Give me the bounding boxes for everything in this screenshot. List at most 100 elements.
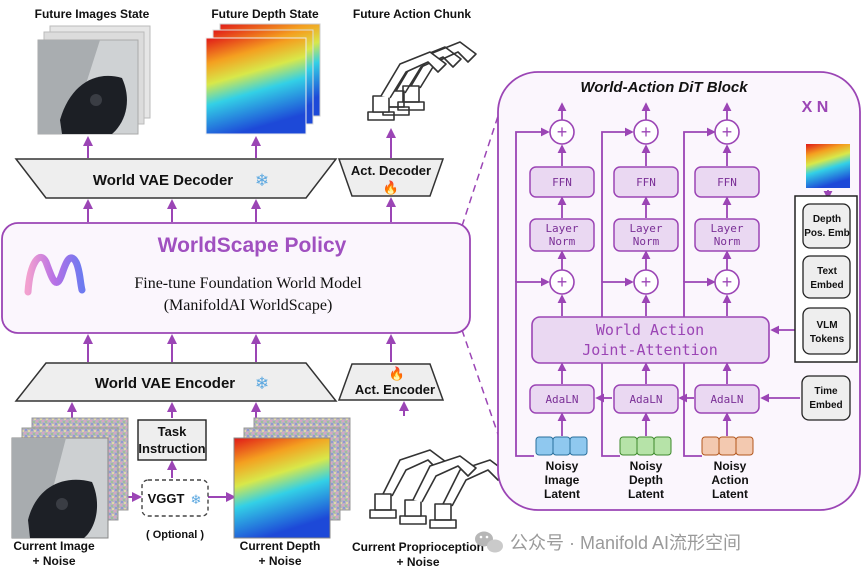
future-depth-stack	[205, 23, 321, 135]
latent-label: Noisy	[714, 459, 747, 473]
plus-sign: +	[722, 272, 733, 292]
condition-column	[794, 195, 858, 363]
watermark: 公众号 · Manifold AI流形空间	[475, 531, 741, 553]
vlm-tokens-label-1: VLM	[816, 320, 837, 331]
task-line2: Instruction	[138, 441, 205, 456]
layer-norm-label-2: Norm	[714, 235, 741, 248]
wechat-icon	[475, 531, 503, 553]
adaln-labels: AdaLN AdaLN AdaLN	[545, 393, 743, 406]
flame-icon: 🔥	[389, 366, 405, 381]
layer-norm-label-1: Layer	[545, 222, 578, 235]
dit-add-nodes	[549, 119, 740, 295]
add-node	[633, 119, 659, 145]
text-embed-label-2: Embed	[810, 280, 843, 291]
current-prop-label-2: + Noise	[396, 555, 439, 569]
policy-line2: (ManifoldAI WorldScape)	[164, 297, 333, 314]
joint-attention-label-2: Joint-Attention	[582, 341, 717, 359]
plus-sign: +	[641, 272, 652, 292]
depth-thumbnail	[806, 144, 850, 188]
time-embed-box: Time Embed	[801, 375, 851, 421]
add-node	[714, 119, 740, 145]
layer-norm-label-2: Norm	[633, 235, 660, 248]
time-embed-label-1: Time	[814, 386, 838, 397]
adaln-label: AdaLN	[545, 393, 578, 406]
add-node	[633, 269, 659, 295]
current-depth-label-1: Current Depth	[240, 539, 321, 553]
latent-label: Depth	[629, 473, 663, 487]
dit-connections	[515, 102, 833, 457]
vggt-box: VGGT ❄ ( Optional )	[141, 479, 209, 541]
adaln-label: AdaLN	[629, 393, 662, 406]
joint-attention-box: World Action Joint-Attention	[531, 316, 770, 364]
adaln-label: AdaLN	[710, 393, 743, 406]
optional-label: ( Optional )	[146, 529, 204, 541]
depth-pos-emb-label-1: Depth	[813, 214, 841, 225]
zoom-dashed-lines	[461, 109, 501, 441]
current-depth-stack	[233, 417, 351, 539]
joint-attention-label-1: World Action	[596, 321, 704, 339]
latent-labels: Noisy Image Latent Noisy Depth Latent No…	[544, 459, 749, 501]
current-prop-label-1: Current Proprioception	[352, 540, 484, 554]
plus-sign: +	[557, 272, 568, 292]
vlm-tokens-label-2: Tokens	[810, 334, 845, 345]
future-images-stack	[37, 25, 151, 135]
act-decoder-label: Act. Decoder	[351, 163, 431, 178]
act-decoder: Act. Decoder 🔥	[337, 158, 445, 197]
watermark-text: 公众号 · Manifold AI流形空间	[510, 533, 741, 553]
snowflake-icon: ❄	[255, 374, 269, 393]
future-action-label: Future Action Chunk	[353, 7, 472, 21]
dit-title: World-Action DiT Block	[580, 79, 748, 96]
current-image-stack	[11, 417, 129, 539]
task-instruction-box: Task Instruction	[137, 419, 207, 461]
world-vae-decoder: World VAE Decoder ❄	[14, 158, 338, 199]
plus-sign: +	[722, 122, 733, 142]
world-vae-decoder-label: World VAE Decoder	[93, 172, 233, 189]
latent-label: Latent	[712, 487, 748, 501]
snowflake-icon: ❄	[191, 492, 202, 507]
vggt-label: VGGT	[148, 491, 185, 506]
future-depth-label: Future Depth State	[211, 7, 319, 21]
current-depth-label-2: + Noise	[258, 554, 301, 568]
adaln-boxes	[529, 384, 760, 414]
task-line1: Task	[158, 424, 187, 439]
decoder-output-arrows	[83, 128, 396, 158]
add-node	[549, 269, 575, 295]
ffn-label: FFN	[636, 176, 656, 189]
encoder-to-policy-arrows	[83, 334, 396, 362]
layer-norm-boxes	[529, 218, 760, 252]
add-node	[549, 119, 575, 145]
current-image-label-1: Current Image	[13, 539, 95, 553]
depth-pos-emb-label-2: Pos. Emb	[804, 228, 850, 239]
condition-labels: Depth Pos. Emb Text Embed VLM Tokens	[804, 214, 850, 345]
policy-title: WorldScape Policy	[158, 234, 347, 257]
ffn-label: FFN	[552, 176, 572, 189]
noisy-image-latent	[535, 436, 588, 456]
current-image-label-2: + Noise	[32, 554, 75, 568]
latent-label: Action	[711, 473, 748, 487]
world-vae-encoder: World VAE Encoder ❄	[14, 362, 338, 402]
world-vae-encoder-label: World VAE Encoder	[95, 375, 235, 392]
layer-norm-labels: Layer Norm Layer Norm Layer Norm	[545, 222, 743, 248]
ffn-label: FFN	[717, 176, 737, 189]
future-images-label: Future Images State	[35, 7, 150, 21]
flame-icon: 🔥	[383, 180, 399, 195]
policy-to-decoder-arrows	[83, 197, 396, 222]
time-embed-label-2: Embed	[809, 400, 842, 411]
policy-line1: Fine-tune Foundation World Model	[134, 275, 362, 292]
act-encoder: 🔥 Act. Encoder	[337, 363, 445, 401]
add-node	[714, 269, 740, 295]
ffn-labels: FFN FFN FFN	[552, 176, 737, 189]
ffn-boxes	[529, 166, 760, 198]
layer-norm-label-1: Layer	[629, 222, 662, 235]
dit-plus-signs: + + + + + +	[557, 122, 733, 292]
worldscape-policy-box: WorldScape Policy Fine-tune Foundation W…	[1, 222, 471, 334]
manifold-logo-icon	[24, 253, 86, 296]
act-encoder-label: Act. Encoder	[355, 382, 435, 397]
dit-repeat-label: X N	[802, 99, 829, 116]
layer-norm-label-2: Norm	[549, 235, 576, 248]
future-action-arms	[367, 41, 477, 121]
plus-sign: +	[641, 122, 652, 142]
plus-sign: +	[557, 122, 568, 142]
noisy-depth-latent	[619, 436, 672, 456]
